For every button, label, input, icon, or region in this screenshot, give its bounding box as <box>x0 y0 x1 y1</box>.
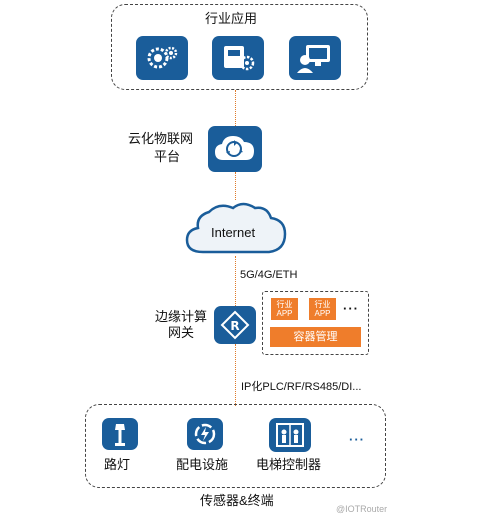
industry-app-box-1-line2: APP <box>276 309 293 318</box>
cloud-platform-label-line2: 平台 <box>154 149 181 164</box>
gateway-label-line1: 边缘计算 <box>155 309 208 324</box>
gateway-tile: R <box>214 306 256 344</box>
industry-app-box-2-line1: 行业 <box>314 300 331 309</box>
street-lamp-icon <box>115 424 125 446</box>
industry-app-tile-3 <box>289 36 341 80</box>
link-lower-label: IP化PLC/RF/RS485/DI... <box>241 381 362 393</box>
device-tile-elevator <box>269 418 311 452</box>
devices-group <box>85 404 386 488</box>
device-label-street-lamp: 路灯 <box>104 457 131 472</box>
devices-group-title: 传感器&终端 <box>200 493 274 508</box>
device-label-power: 配电设施 <box>176 457 229 472</box>
cloud-platform-label-line1: 云化物联网 <box>128 131 194 146</box>
industry-app-box-1-line1: 行业 <box>276 300 293 309</box>
gears-icon <box>147 46 178 69</box>
devices-more: ··· <box>349 432 365 447</box>
device-tile-street-lamp <box>102 418 138 450</box>
industry-app-tile-2 <box>212 36 264 80</box>
gateway-apps-more: ··· <box>343 301 359 316</box>
device-gear-icon <box>224 46 255 71</box>
industry-apps-group <box>111 4 368 90</box>
link-apps-to-cloud <box>235 90 236 126</box>
industry-app-tile-1 <box>136 36 188 80</box>
link-cloud-to-internet <box>235 172 236 200</box>
industry-app-box-1: 行业 APP <box>271 298 298 320</box>
device-label-elevator: 电梯控制器 <box>256 457 322 472</box>
router-icon: R <box>220 310 250 340</box>
industry-app-box-2: 行业 APP <box>309 298 336 320</box>
cloud-platform-tile <box>208 126 262 172</box>
svg-text:R: R <box>230 319 239 333</box>
internet-cloud-icon <box>185 202 287 254</box>
industry-apps-title: 行业应用 <box>205 11 258 26</box>
internet-label: Internet <box>211 225 256 240</box>
monitor-user-icon <box>297 45 330 73</box>
device-tile-power <box>187 418 223 450</box>
gateway-label-line2: 网关 <box>168 325 195 340</box>
cloud-cycle-icon <box>215 136 254 160</box>
industry-app-box-2-line2: APP <box>314 309 331 318</box>
link-gateway-to-devices <box>235 344 236 406</box>
container-management-box: 容器管理 <box>270 327 361 347</box>
elevator-icon <box>276 423 304 447</box>
link-internet-to-gateway <box>235 256 236 306</box>
power-icon <box>194 423 216 445</box>
link-upper-label: 5G/4G/ETH <box>240 269 298 281</box>
watermark: @IOTRouter <box>336 504 388 514</box>
gateway-container-group <box>262 291 369 355</box>
